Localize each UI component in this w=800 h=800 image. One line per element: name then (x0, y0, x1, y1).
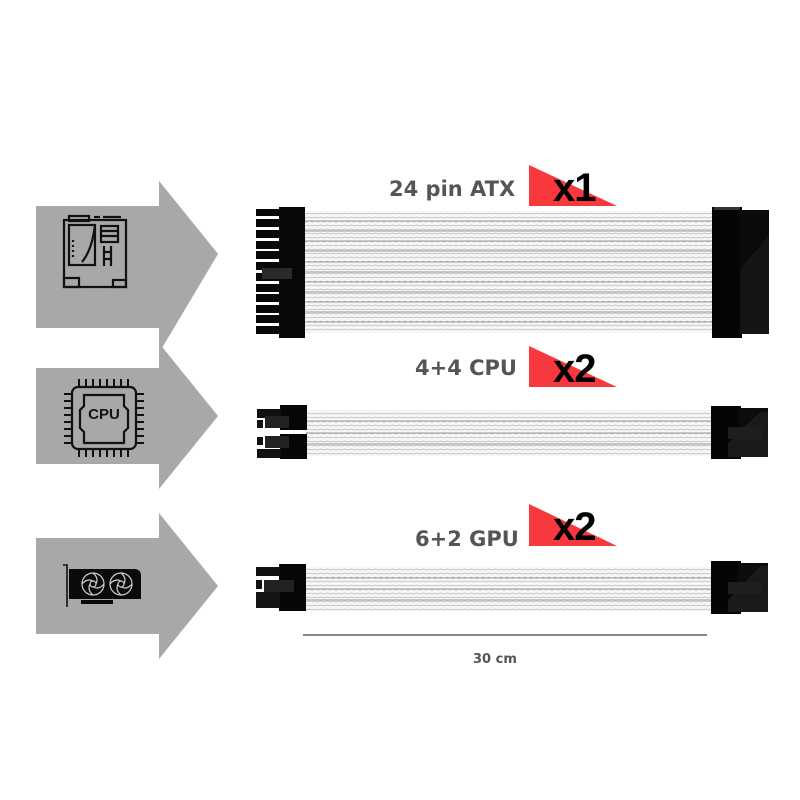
quantity-badge-bg-2 (529, 346, 617, 387)
gpu-icon (63, 564, 141, 607)
quantity-gpu: x2 (553, 505, 596, 549)
cable-label-gpu: 6+2 GPU (415, 527, 519, 551)
quantity-badge-bg-1 (529, 165, 617, 206)
connector-24pin-right (712, 207, 769, 338)
connector-cpu-right (711, 406, 768, 459)
connector-gpu-left (256, 564, 306, 611)
cable-4plus4-cpu (257, 405, 768, 459)
cable-6plus2-gpu (256, 561, 768, 614)
measurement-label: 30 cm (473, 652, 517, 667)
connector-gpu-right (711, 561, 768, 614)
quantity-atx: x1 (553, 166, 596, 210)
quantity-cpu: x2 (553, 347, 596, 391)
motherboard-icon (62, 214, 128, 289)
quantity-badge-bg-3 (529, 504, 617, 546)
connector-24pin-left (256, 207, 305, 338)
cable-24pin-atx (256, 207, 769, 338)
cpu-icon (64, 379, 144, 457)
cable-label-cpu: 4+4 CPU (415, 356, 517, 380)
connector-cpu-left (257, 405, 307, 459)
cable-label-atx: 24 pin ATX (389, 177, 516, 201)
cpu-icon-text: CPU (88, 406, 120, 423)
